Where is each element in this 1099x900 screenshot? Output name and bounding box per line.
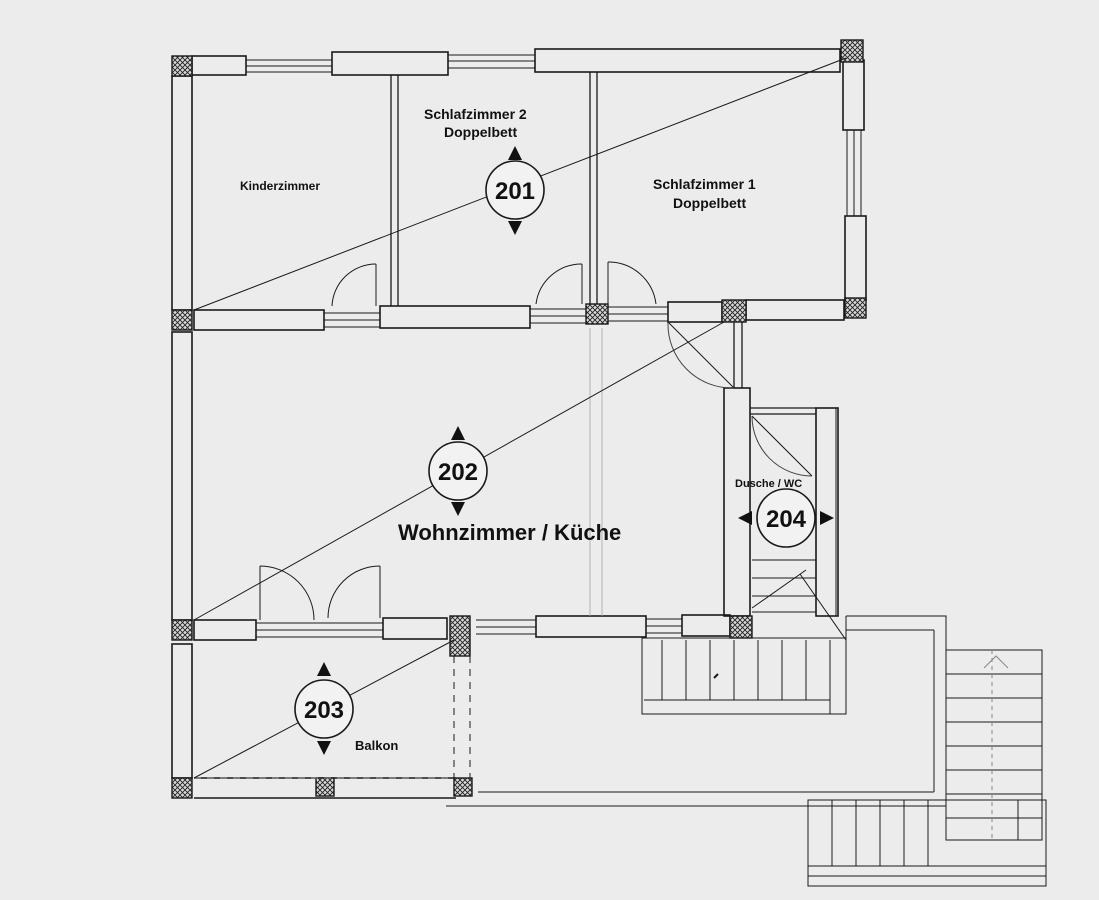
marker-arrow-up-icon: [508, 146, 522, 160]
mid-wall-a: [193, 309, 325, 331]
label-wohnzimmer: Wohnzimmer / Küche: [398, 520, 621, 545]
low-wall-a: [193, 619, 257, 641]
low-wall-d: [681, 614, 731, 637]
mid-wall-d: [745, 299, 845, 321]
door-bathroom: [751, 415, 813, 477]
column: [171, 777, 193, 799]
marker-circle: [485, 160, 545, 220]
windows: [246, 54, 862, 638]
right-wall-upper: [842, 59, 865, 131]
door-hall: [667, 321, 735, 389]
low-wall-b: [382, 617, 448, 640]
marker-201: 201: [485, 146, 545, 235]
right-wall-lower: [844, 215, 867, 301]
left-wall-lower: [171, 643, 193, 779]
door-balcony-left: [259, 565, 315, 621]
column: [840, 39, 864, 63]
marker-number: 201: [495, 178, 535, 205]
column: [453, 777, 473, 797]
window-right: [846, 130, 862, 216]
column: [171, 619, 193, 641]
partitions: [390, 72, 816, 415]
window-low-2: [476, 619, 536, 635]
label-schlafzimmer2-line2: Doppelbett: [444, 124, 517, 140]
label-schlafzimmer2-line1: Schlafzimmer 2: [424, 106, 527, 122]
door-balcony-right: [327, 565, 381, 619]
terrace: [446, 408, 947, 807]
label-balkon: Balkon: [355, 738, 398, 753]
marker-arrow-left-icon: [738, 511, 752, 525]
mid-wall-b: [379, 305, 531, 329]
window-mid-1: [324, 312, 380, 328]
top-wall-left: [191, 55, 247, 76]
room-labels: Kinderzimmer Schlafzimmer 2 Doppelbett S…: [240, 106, 802, 753]
mid-wall-c: [667, 301, 723, 323]
door-kinderzimmer: [331, 263, 377, 307]
marker-circle: [756, 488, 816, 548]
window-top-1: [246, 59, 332, 73]
marker-204: 204: [738, 488, 834, 548]
column: [729, 615, 753, 639]
outdoor-stair-bottom: [807, 799, 1047, 887]
label-kinderzimmer: Kinderzimmer: [240, 179, 320, 193]
left-wall-middle: [171, 331, 193, 621]
doors: [259, 261, 813, 621]
door-schlafzimmer1: [607, 261, 657, 305]
label-dusche: Dusche / WC: [735, 478, 802, 490]
label-schlafzimmer1-line2: Doppelbett: [673, 195, 746, 211]
column: [844, 297, 867, 319]
inner-stair: [751, 559, 847, 641]
columns: [171, 39, 867, 799]
bath-wall-left: [723, 387, 751, 617]
left-wall-upper: [171, 75, 193, 311]
marker-arrow-up-icon: [317, 662, 331, 676]
marker-number: 203: [304, 697, 344, 724]
window-top-2: [448, 54, 535, 69]
window-low-1: [256, 622, 383, 638]
column: [315, 777, 335, 797]
marker-number: 202: [438, 459, 478, 486]
column: [585, 303, 609, 325]
window-low-3: [646, 618, 682, 634]
window-mid-2: [530, 308, 586, 324]
marker-arrow-down-icon: [317, 741, 331, 755]
marker-number: 204: [766, 506, 807, 533]
marker-203: 203: [294, 662, 354, 755]
marker-arrow-right-icon: [820, 511, 834, 525]
low-wall-c: [535, 615, 647, 638]
column: [171, 55, 193, 77]
column: [721, 299, 747, 323]
guide-lines: [589, 328, 603, 616]
balcony-dashed: [194, 656, 471, 779]
marker-arrow-up-icon: [451, 426, 465, 440]
marker-circle: [294, 679, 354, 739]
bath-wall-right: [815, 407, 839, 617]
outdoor-stair-center: [641, 637, 847, 715]
marker-circle: [428, 441, 488, 501]
outdoor-stair-right: [945, 649, 1043, 841]
top-wall-mid: [331, 51, 449, 76]
marker-arrow-down-icon: [508, 221, 522, 235]
marker-arrow-down-icon: [451, 502, 465, 516]
stairs-and-terrace: [194, 408, 1047, 887]
marker-202: 202: [428, 426, 488, 516]
door-schlafzimmer2: [535, 263, 583, 305]
top-wall-right: [534, 48, 841, 73]
window-mid-3: [608, 306, 668, 322]
column: [449, 615, 471, 657]
column: [171, 309, 193, 331]
label-schlafzimmer1-line1: Schlafzimmer 1: [653, 176, 756, 192]
